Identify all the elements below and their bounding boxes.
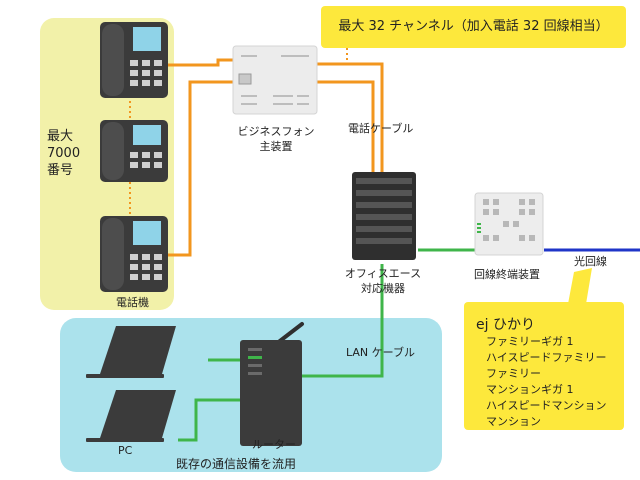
service-title: ej ひかり [476, 317, 535, 333]
service-callout: ej ひかり ファミリーギガ 1 ハイスピードファミリー ファミリー マンション… [464, 302, 624, 430]
onu-icon [474, 192, 544, 256]
router-icon [240, 322, 304, 446]
office-ace-label-line-1: オフィスエース [344, 267, 422, 280]
laptop-icon [86, 390, 176, 442]
max-numbers-line-3: 番号 [47, 163, 74, 178]
phone-cable-3 [316, 62, 384, 178]
reuse-note: 既存の通信設備を流用 [176, 457, 297, 471]
service-callout-pointer [568, 268, 592, 304]
lan-cable-laptop-2 [178, 398, 240, 442]
phone-cable-2 [168, 80, 234, 257]
main-unit-label-line-1: ビジネスフォン [237, 125, 315, 138]
max-numbers-label: 最大 7000 番号 [47, 128, 80, 179]
pc-label: PC [118, 444, 133, 457]
main-unit-icon [232, 45, 318, 115]
channels-callout: 最大 32 チャンネル（加入電話 32 回線相当） [321, 6, 626, 48]
service-item: ファミリーギガ 1 [486, 335, 574, 348]
max-numbers-line-2: 7000 [47, 146, 81, 161]
phone-cable-1 [160, 58, 234, 67]
laptop-icon [86, 326, 176, 378]
lan-cable-label: LAN ケーブル [346, 346, 415, 359]
office-ace-device-icon [352, 172, 416, 260]
router-label: ルーター [252, 438, 296, 451]
office-ace-label-line-2: 対応機器 [361, 282, 405, 295]
main-unit-label: ビジネスフォン 主装置 [232, 124, 320, 154]
phone-cable-label: 電話ケーブル [348, 122, 414, 135]
service-item: ハイスピードマンション [486, 399, 607, 412]
desk-phone-icon [100, 216, 168, 292]
fiber-label: 光回線 [574, 255, 607, 268]
service-item: ハイスピードファミリー [486, 351, 607, 364]
desk-phone-icon [100, 120, 168, 182]
service-item: ファミリー [486, 367, 541, 380]
main-unit-label-line-2: 主装置 [259, 140, 293, 153]
phones-label: 電話機 [116, 296, 149, 309]
desk-phone-icon [100, 22, 168, 98]
onu-label: 回線終端装置 [474, 268, 540, 281]
office-ace-label: オフィスエース 対応機器 [336, 266, 430, 296]
phone-cable-4 [316, 80, 375, 178]
service-item: マンションギガ 1 [486, 383, 574, 396]
max-numbers-line-1: 最大 [47, 129, 74, 144]
lan-cables [178, 248, 478, 442]
phone-cables [160, 58, 384, 257]
lan-cable-ace-router [302, 264, 384, 378]
service-item: マンション [486, 415, 541, 428]
